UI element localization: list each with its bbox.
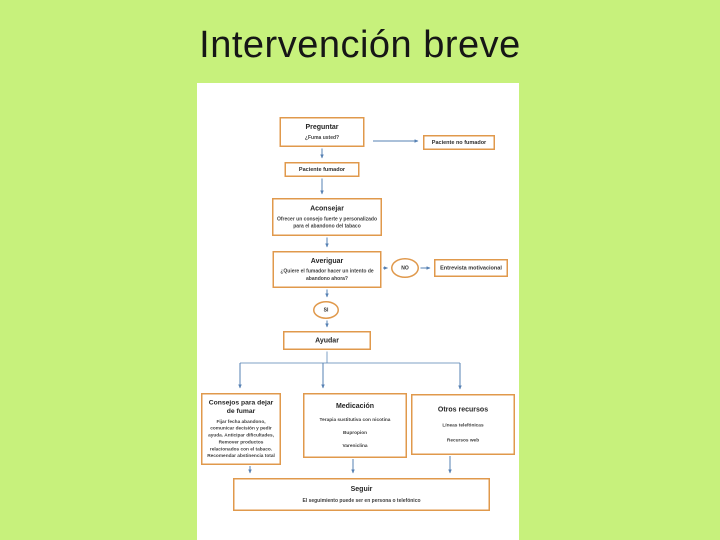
node-decision-si: SI — [313, 301, 339, 319]
node-entrevista-motivacional-label: Entrevista motivacional — [440, 265, 502, 271]
node-paciente-fumador-label: Paciente fumador — [298, 166, 346, 173]
flowchart-canvas: Preguntar ¿Fuma usted? Paciente no fumad… — [197, 83, 519, 540]
node-paciente-no-fumador: Paciente no fumador — [423, 135, 495, 150]
node-medicacion: Medicación Terapia sustitutiva con nicot… — [303, 393, 407, 458]
node-paciente-fumador: Paciente fumador — [284, 162, 360, 177]
node-paciente-no-fumador-label: Paciente no fumador — [431, 139, 487, 146]
node-consejos: Consejos para dejar de fumar Fijar fecha… — [201, 393, 281, 465]
node-otros-recursos: Otros recursos Líneas telefónicas Recurs… — [411, 394, 515, 455]
node-seguir: Seguir El seguimiento puede ser en perso… — [233, 478, 490, 511]
node-averiguar: Averiguar ¿Quiere el fumador hacer un in… — [272, 251, 382, 288]
node-averiguar-detail: ¿Quiere el fumador hacer un intento de a… — [280, 268, 374, 282]
node-decision-no-label: NO — [401, 265, 409, 271]
node-otros-recursos-item-1: Líneas telefónicas — [442, 422, 484, 428]
node-preguntar: Preguntar ¿Fuma usted? — [279, 117, 365, 147]
node-averiguar-title: Averiguar — [310, 256, 344, 265]
node-aconsejar-detail: Ofrecer un consejo fuerte y personalizad… — [276, 216, 378, 229]
node-ayudar: Ayudar — [283, 331, 371, 350]
node-entrevista-motivacional: Entrevista motivacional — [434, 259, 508, 277]
node-medicacion-item-1: Terapia sustitutiva con nicotina — [319, 416, 391, 423]
node-aconsejar: Aconsejar Ofrecer un consejo fuerte y pe… — [272, 198, 382, 236]
slide-title: Intervención breve — [199, 24, 521, 66]
node-decision-no: NO — [391, 258, 419, 278]
node-ayudar-title: Ayudar — [315, 336, 339, 345]
node-aconsejar-title: Aconsejar — [310, 203, 344, 212]
node-otros-recursos-title: Otros recursos — [437, 404, 489, 413]
node-consejos-detail: Fijar fecha abandono, comunicar decisión… — [207, 418, 275, 459]
node-medicacion-title: Medicación — [335, 401, 375, 410]
node-preguntar-question: ¿Fuma usted? — [304, 134, 340, 141]
node-otros-recursos-item-2: Recursos web — [446, 437, 480, 444]
node-medicacion-item-3: Vareniclina — [342, 442, 368, 449]
node-decision-si-label: SI — [323, 307, 329, 313]
node-preguntar-title: Preguntar — [305, 122, 339, 131]
flowchart-arrows — [238, 139, 462, 474]
node-seguir-title: Seguir — [350, 484, 373, 493]
node-seguir-detail: El seguimiento puede ser en persona o te… — [302, 497, 421, 504]
node-consejos-title: Consejos para dejar de fumar — [208, 398, 274, 415]
flowchart-panel: Preguntar ¿Fuma usted? Paciente no fumad… — [197, 83, 519, 540]
node-medicacion-item-2: Bupropion — [342, 429, 367, 436]
